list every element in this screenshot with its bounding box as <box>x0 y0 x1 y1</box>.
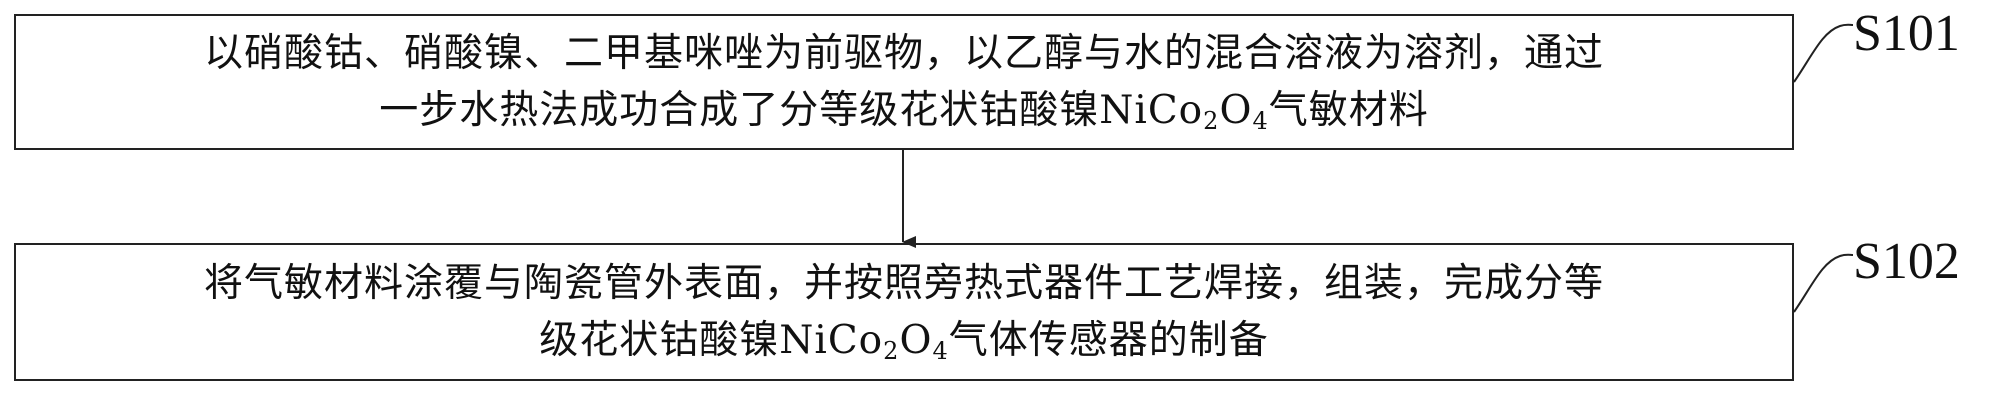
step-text-s102-line-2-prefix: 级花状钴酸镍Ni <box>539 318 828 363</box>
formula-co: Co <box>827 318 884 363</box>
formula-o: O <box>1219 88 1253 133</box>
formula-co-subscript: 2 <box>883 337 900 365</box>
formula-o-subscript: 4 <box>1252 107 1269 135</box>
label-leader-s101 <box>1793 23 1854 83</box>
formula-o: O <box>899 318 933 363</box>
formula-o-subscript: 4 <box>932 337 949 365</box>
step-text-s101-line-2: 一步水热法成功合成了分等级花状钴酸镍NiCo2O4气敏材料 <box>204 82 1604 139</box>
step-text-s102-line-1: 将气敏材料涂覆与陶瓷管外表面，并按照旁热式器件工艺焊接，组装，完成分等 <box>203 261 1604 306</box>
step-label-s101: S101 <box>1853 5 1960 62</box>
step-box-s102: 将气敏材料涂覆与陶瓷管外表面，并按照旁热式器件工艺焊接，组装，完成分等 级花状钴… <box>14 243 1794 381</box>
formula-co: Co <box>1147 88 1204 133</box>
step-box-s101: 以硝酸钴、硝酸镍、二甲基咪唑为前驱物，以乙醇与水的混合溶液为溶剂，通过 一步水热… <box>14 14 1794 150</box>
formula-co-subscript: 2 <box>1203 107 1220 135</box>
step-text-s101-line-2-prefix: 一步水热法成功合成了分等级花状钴酸镍Ni <box>379 88 1148 133</box>
step-label-s102: S102 <box>1853 233 1960 290</box>
step-text-s102-line-2-suffix: 气体传感器的制备 <box>948 318 1269 363</box>
label-leader-s102 <box>1793 253 1854 313</box>
step-text-s101: 以硝酸钴、硝酸镍、二甲基咪唑为前驱物，以乙醇与水的混合溶液为溶剂，通过 一步水热… <box>174 25 1634 139</box>
step-text-s102-line-2: 级花状钴酸镍NiCo2O4气体传感器的制备 <box>204 312 1604 369</box>
step-text-s101-line-2-suffix: 气敏材料 <box>1268 88 1429 133</box>
step-text-s102: 将气敏材料涂覆与陶瓷管外表面，并按照旁热式器件工艺焊接，组装，完成分等 级花状钴… <box>174 255 1634 369</box>
step-text-s101-line-1: 以硝酸钴、硝酸镍、二甲基咪唑为前驱物，以乙醇与水的混合溶液为溶剂，通过 <box>203 31 1604 76</box>
